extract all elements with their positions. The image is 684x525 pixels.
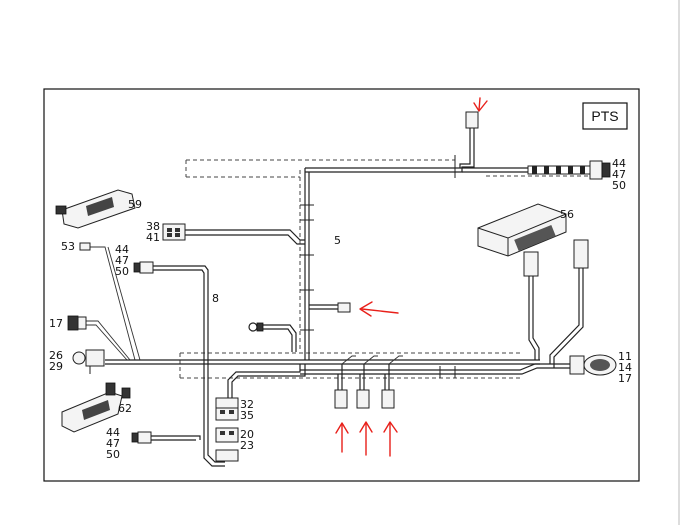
- label-17-right: 17: [618, 372, 632, 385]
- label-56: 56: [560, 208, 574, 221]
- label-23: 23: [240, 439, 254, 452]
- red-arrow-bottom-1: [335, 422, 349, 453]
- wiring-harness: [82, 122, 591, 467]
- ground-terminal: [248, 322, 264, 332]
- connector-trunk-right: [337, 302, 351, 313]
- connector-17: [67, 315, 87, 331]
- label-47-right: 47: [612, 168, 626, 181]
- label-41: 41: [146, 231, 160, 244]
- connector-56-a: [523, 251, 539, 277]
- label-59: 59: [128, 198, 142, 211]
- diagram-frame: [43, 88, 640, 482]
- sensor-26-29: [72, 349, 105, 374]
- component-62-switch: [61, 382, 131, 433]
- label-38: 38: [146, 220, 160, 233]
- label-29: 29: [49, 360, 63, 373]
- component-labels: 59 38 41 5 53 44 47 50 8 17 26 29 62 32 …: [49, 157, 632, 461]
- label-47-lower: 47: [106, 437, 120, 450]
- control-unit-56: [477, 203, 567, 257]
- red-arrow-bottom-2: [359, 421, 373, 456]
- label-53: 53: [61, 240, 75, 253]
- connector-53: [79, 242, 91, 251]
- label-32: 32: [240, 398, 254, 411]
- label-26: 26: [49, 349, 63, 362]
- label-14: 14: [618, 361, 632, 374]
- red-arrow-top: [473, 97, 488, 112]
- label-50-upper: 50: [115, 265, 129, 278]
- label-50-right: 50: [612, 179, 626, 192]
- red-arrow-trunk: [359, 301, 399, 317]
- red-annotations: [335, 97, 488, 457]
- connector-top: [465, 111, 479, 129]
- label-8: 8: [212, 292, 219, 305]
- label-17: 17: [49, 317, 63, 330]
- label-5: 5: [334, 234, 341, 247]
- connector-bottom-3: [381, 389, 395, 409]
- connector-44-47-50-right: [589, 160, 611, 180]
- pts-title: PTS: [591, 108, 618, 124]
- connector-bottom-2: [356, 389, 370, 409]
- label-44-upper: 44: [115, 243, 129, 256]
- component-11-14-17: [569, 354, 617, 376]
- dashed-harness: [179, 159, 598, 379]
- label-11: 11: [618, 350, 632, 363]
- label-62: 62: [118, 402, 132, 415]
- label-47-upper: 47: [115, 254, 129, 267]
- label-50-lower: 50: [106, 448, 120, 461]
- connector-56-b: [573, 239, 589, 269]
- label-20: 20: [240, 428, 254, 441]
- label-44-lower: 44: [106, 426, 120, 439]
- red-arrow-bottom-3: [383, 421, 398, 457]
- connector-20-23: [215, 427, 239, 462]
- connector-32-35: [215, 397, 239, 421]
- label-35: 35: [240, 409, 254, 422]
- pts-label-box: PTS: [582, 102, 628, 130]
- connector-44-47-50-lower: [131, 431, 152, 444]
- connector-44-47-50-upper: [133, 261, 154, 274]
- connector-bottom-1: [334, 389, 348, 409]
- label-44-right: 44: [612, 157, 626, 170]
- connector-38-41: [162, 223, 186, 241]
- component-59-module: [55, 189, 136, 229]
